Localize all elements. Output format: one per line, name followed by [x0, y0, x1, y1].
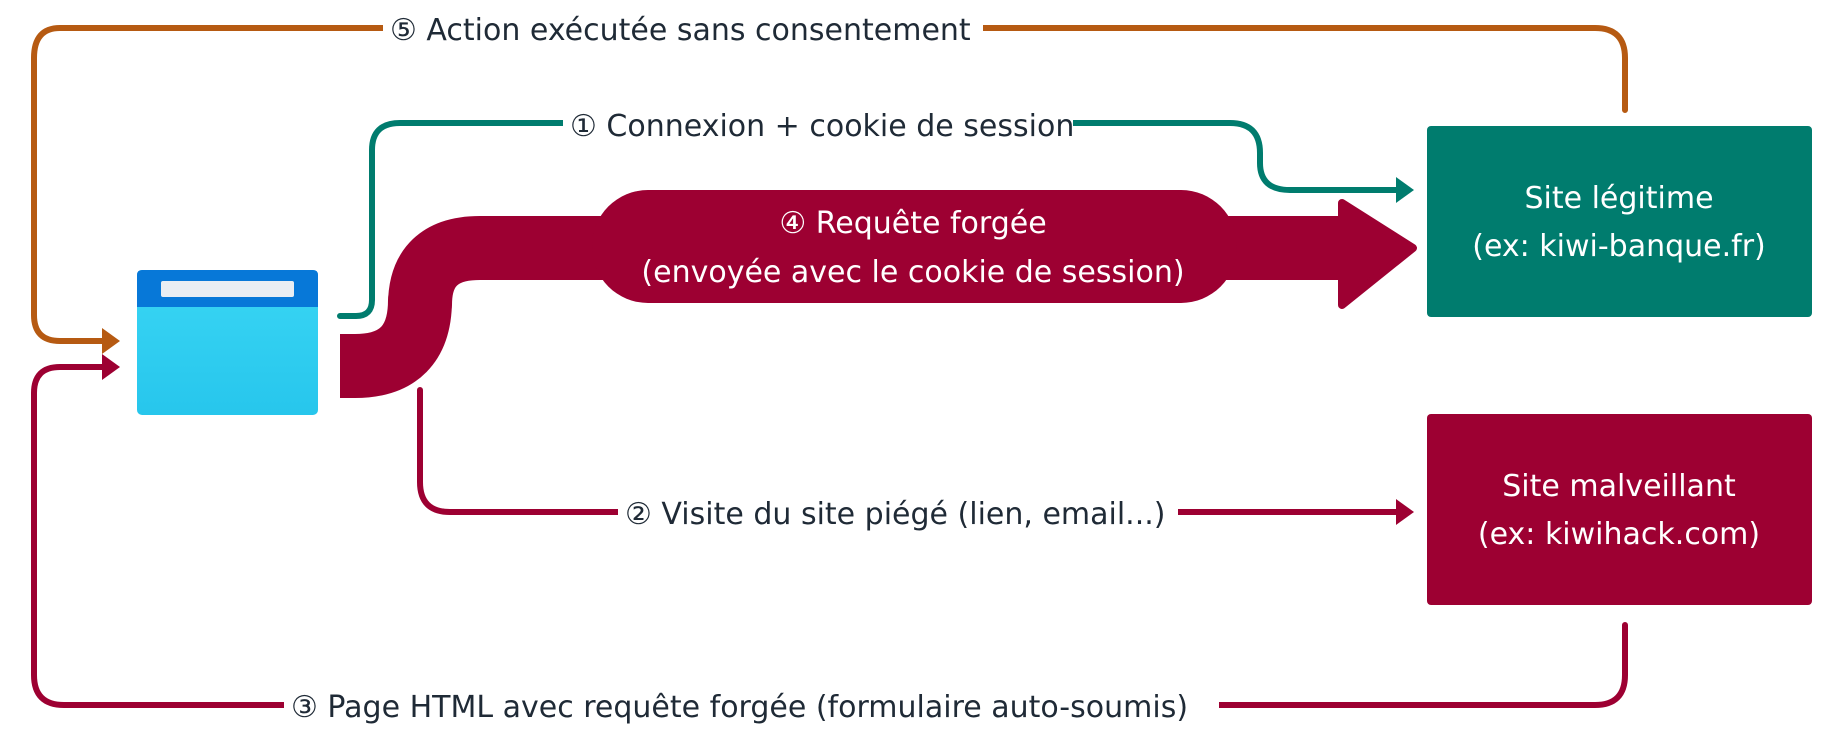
- flow-step4: ④ Requête forgée (envoyée avec le cookie…: [323, 190, 1417, 398]
- flow-step1: ① Connexion + cookie de session: [337, 104, 1414, 319]
- browser-window-addressbar: [161, 281, 294, 297]
- legit-site-example: (ex: kiwi-banque.fr): [1472, 229, 1766, 264]
- flow-step2: ② Visite du site piégé (lien, email...): [417, 387, 1414, 534]
- step2-label: ② Visite du site piégé (lien, email...): [625, 497, 1166, 532]
- step4-label-line1: ④ Requête forgée: [779, 206, 1046, 241]
- legit-site-title: Site légitime: [1524, 181, 1713, 216]
- step3-arrowhead: [102, 354, 120, 380]
- malicious-site-example: (ex: kiwihack.com): [1478, 517, 1760, 552]
- step2-label-bg: [618, 492, 1178, 534]
- step5-label: ⑤ Action exécutée sans consentement: [390, 13, 971, 48]
- legit-site-rect: [1427, 126, 1812, 317]
- step5-connector: [31, 25, 1628, 344]
- step2-connector: [417, 387, 1400, 515]
- malicious-site-title: Site malveillant: [1502, 469, 1736, 504]
- step1-label-bg: [563, 104, 1073, 146]
- step4-label-line2: (envoyée avec le cookie de session): [641, 255, 1184, 290]
- flow-step5: ⑤ Action exécutée sans consentement: [31, 8, 1628, 354]
- step3-label-bg: [284, 685, 1219, 727]
- step3-connector: [31, 364, 1628, 708]
- malicious-site-box: Site malveillant (ex: kiwihack.com): [1427, 414, 1812, 605]
- flow-step3: ③ Page HTML avec requête forgée (formula…: [31, 354, 1628, 727]
- step4-thick-connector: [323, 216, 1350, 398]
- step4-pill: [592, 190, 1237, 303]
- legit-site-box: Site légitime (ex: kiwi-banque.fr): [1427, 126, 1812, 317]
- step4-arrowhead: [1338, 199, 1417, 309]
- step1-label: ① Connexion + cookie de session: [570, 109, 1074, 144]
- step2-arrowhead: [1396, 499, 1414, 525]
- browser-window-icon: [137, 270, 318, 415]
- step5-arrowhead: [102, 328, 120, 354]
- step5-label-bg: [383, 8, 983, 50]
- step1-arrowhead: [1396, 177, 1414, 203]
- malicious-site-rect: [1427, 414, 1812, 605]
- step3-label: ③ Page HTML avec requête forgée (formula…: [291, 690, 1188, 725]
